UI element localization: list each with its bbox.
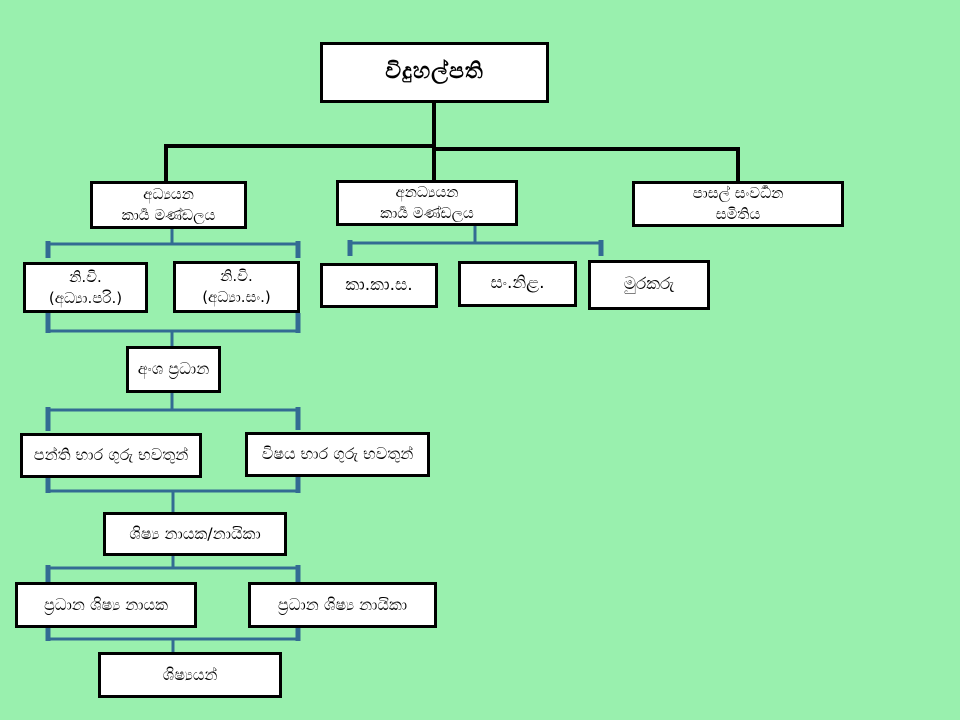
node-development-officers: සං.නිළ.	[458, 261, 577, 307]
node-student-leaders-label: ශිෂ්‍ය නායක/නායිකා	[129, 523, 261, 543]
node-office-staff: කා.කා.ස.	[320, 263, 438, 308]
node-subject-teachers: විෂය භාර ගුරු භවතුන්	[245, 432, 430, 477]
node-deputy-principal-admin-label: නි.වි. (අධ්‍යා.පරි.)	[48, 267, 123, 307]
node-head-prefect: ප්‍රධාන ශිෂ්‍ය නායක	[15, 582, 197, 628]
node-school-development-society: පාසල් සංවර්‍ධන සමිතිය	[632, 181, 844, 227]
node-head-prefect-label: ප්‍රධාන ශිෂ්‍ය නායක	[43, 594, 169, 614]
node-academic-staff-label: අධ්‍යයන කාර්‍ය මණ්ඩලය	[121, 185, 216, 224]
node-office-staff-label: කා.කා.ස.	[345, 274, 413, 295]
node-non-academic-staff-label: අනධ්‍යයන කාර්‍ය මණ්ඩලය	[380, 183, 474, 222]
node-school-development-society-label: පාසල් සංවර්‍ධන සමිතිය	[692, 184, 784, 223]
node-class-teachers-label: පන්ති භාර ගුරු භවතුන්	[33, 445, 189, 465]
secondary-connectors	[46, 226, 603, 653]
node-students: ශිෂ්‍යයන්	[98, 652, 282, 698]
node-deputy-principal-admin: නි.වි. (අධ්‍යා.පරි.)	[23, 262, 148, 313]
node-watchman-label: මුරකරු	[623, 274, 675, 295]
node-deputy-principal-co: නි.වි. (අධ්‍යා.සං.)	[173, 261, 300, 313]
node-subject-teachers-label: විෂය භාර ගුරු භවතුන්	[261, 444, 414, 464]
node-academic-staff: අධ්‍යයන කාර්‍ය මණ්ඩලය	[90, 181, 247, 229]
node-head-girl-prefect: ප්‍රධාන ශිෂ්‍ය නායිකා	[248, 582, 437, 628]
node-principal: විදුහල්පති	[320, 42, 549, 103]
node-class-teachers: පන්ති භාර ගුරු භවතුන්	[20, 433, 202, 478]
node-head-girl-prefect-label: ප්‍රධාන ශිෂ්‍ය නායිකා	[277, 594, 408, 614]
node-deputy-principal-co-label: නි.වි. (අධ්‍යා.සං.)	[202, 267, 271, 306]
node-principal-label: විදුහල්පති	[385, 59, 484, 85]
primary-connectors	[164, 103, 740, 182]
node-watchman: මුරකරු	[588, 260, 710, 310]
node-non-academic-staff: අනධ්‍යයන කාර්‍ය මණ්ඩලය	[336, 180, 518, 226]
node-students-label: ශිෂ්‍යයන්	[162, 664, 218, 684]
node-section-heads-label: අංශ ප්‍රධාන	[137, 359, 210, 379]
secondary-connector-ticks	[45, 240, 604, 641]
node-student-leaders: ශිෂ්‍ය නායක/නායිකා	[103, 512, 287, 556]
node-development-officers-label: සං.නිළ.	[490, 273, 545, 294]
node-section-heads: අංශ ප්‍රධාන	[126, 346, 221, 393]
